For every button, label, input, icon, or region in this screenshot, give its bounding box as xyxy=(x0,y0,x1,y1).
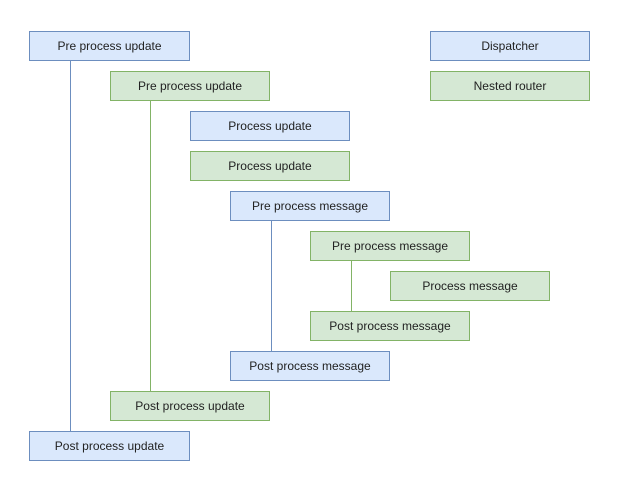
node-post-process-message-router[interactable]: Post process message xyxy=(310,311,470,341)
legend-item-label: Dispatcher xyxy=(481,39,539,53)
node-label: Process update xyxy=(228,119,312,133)
connector-router-outer xyxy=(150,101,151,391)
node-post-process-message-dispatcher[interactable]: Post process message xyxy=(230,351,390,381)
node-process-message-router[interactable]: Process message xyxy=(390,271,550,301)
legend: Dispatcher Nested router xyxy=(0,0,621,120)
node-label: Pre process update xyxy=(137,79,243,93)
connector-dispatcher-message xyxy=(271,221,272,351)
connector-router-message xyxy=(351,261,352,311)
node-label: Process message xyxy=(422,279,518,293)
legend-item-dispatcher[interactable]: Dispatcher xyxy=(430,31,590,61)
legend-item-label: Nested router xyxy=(473,79,547,93)
node-label: Post process message xyxy=(249,359,371,373)
node-label: Post process update xyxy=(135,399,245,413)
node-process-update-router[interactable]: Process update xyxy=(190,151,350,181)
connector-dispatcher-outer xyxy=(70,61,71,431)
node-pre-process-message-router[interactable]: Pre process message xyxy=(310,231,470,261)
node-label: Process update xyxy=(228,159,312,173)
node-pre-process-update-router[interactable]: Pre process update xyxy=(110,71,270,101)
node-post-process-update-dispatcher[interactable]: Post process update xyxy=(29,431,190,461)
node-pre-process-update-dispatcher[interactable]: Pre process update xyxy=(29,31,190,61)
node-label: Pre process update xyxy=(57,39,162,53)
legend-item-nested-router[interactable]: Nested router xyxy=(430,71,590,101)
node-label: Pre process message xyxy=(331,239,449,253)
node-label: Pre process message xyxy=(251,199,369,213)
node-label: Post process update xyxy=(54,439,165,453)
node-pre-process-message-dispatcher[interactable]: Pre process message xyxy=(230,191,390,221)
node-post-process-update-router[interactable]: Post process update xyxy=(110,391,270,421)
node-label: Post process message xyxy=(329,319,451,333)
node-process-update-dispatcher[interactable]: Process update xyxy=(190,111,350,141)
